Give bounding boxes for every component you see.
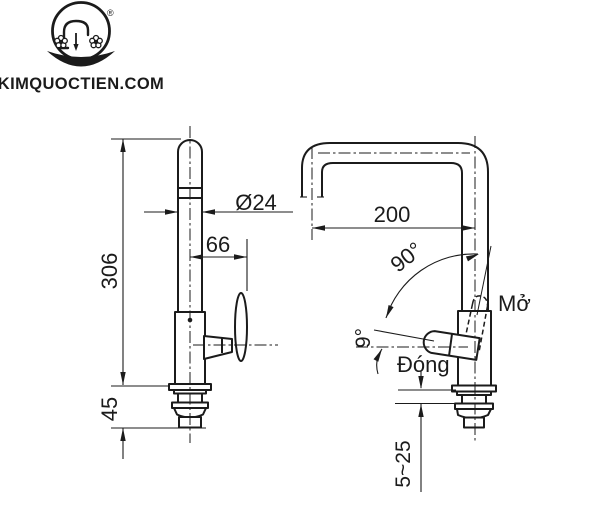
svg-text:5~25: 5~25 [392,440,415,487]
flower-icon [89,34,103,49]
handle-lever [203,335,233,360]
dim-handle-offset: 66 [190,232,248,291]
svg-text:306: 306 [97,253,122,290]
svg-text:200: 200 [374,202,411,227]
faucet-icon [58,19,90,51]
spout-inner-edge [321,162,463,311]
flower-icon [54,34,68,49]
handle-blade [234,292,248,362]
logo-circle [51,1,111,61]
dim-total-height: 306 [97,138,181,387]
dim-open-angle: 90° [383,237,481,320]
svg-text:45: 45 [97,397,122,421]
side-view-dimensions: 200 90° 9° Mở Đóng 5~25 [312,202,531,492]
lever-joint [448,333,453,357]
spout-outer-edge [301,142,489,311]
dim-base-height: 45 [97,397,206,459]
brand-website: KIMQUOCTIEN.COM [0,75,164,93]
registered-mark: ® [107,8,114,18]
side-view [300,136,497,443]
label-closed: Đóng [397,352,450,377]
drop-arrow-icon [73,44,79,51]
brand-logo: ® KIMQUOCTIEN.COM [0,1,164,93]
front-view [168,126,278,443]
mounting-base [451,384,497,429]
svg-text:66: 66 [206,232,230,257]
label-open: Mở [498,291,531,316]
logo-sink-bowl [47,51,115,67]
dim-deck-thickness: 5~25 [392,389,458,492]
svg-text:9°: 9° [352,328,375,348]
close-direction-arrow [418,371,424,389]
dim-closed-angle: 9° [352,328,435,375]
dim-spout-diameter: Ø24 [144,190,293,215]
svg-text:Ø24: Ø24 [235,190,277,215]
front-view-dimensions: 306 45 Ø24 66 [97,138,293,459]
dim-spout-reach: 200 [312,202,475,231]
handle-lever [422,330,481,361]
faucet-column [177,139,203,313]
handle-open-position [462,245,492,353]
